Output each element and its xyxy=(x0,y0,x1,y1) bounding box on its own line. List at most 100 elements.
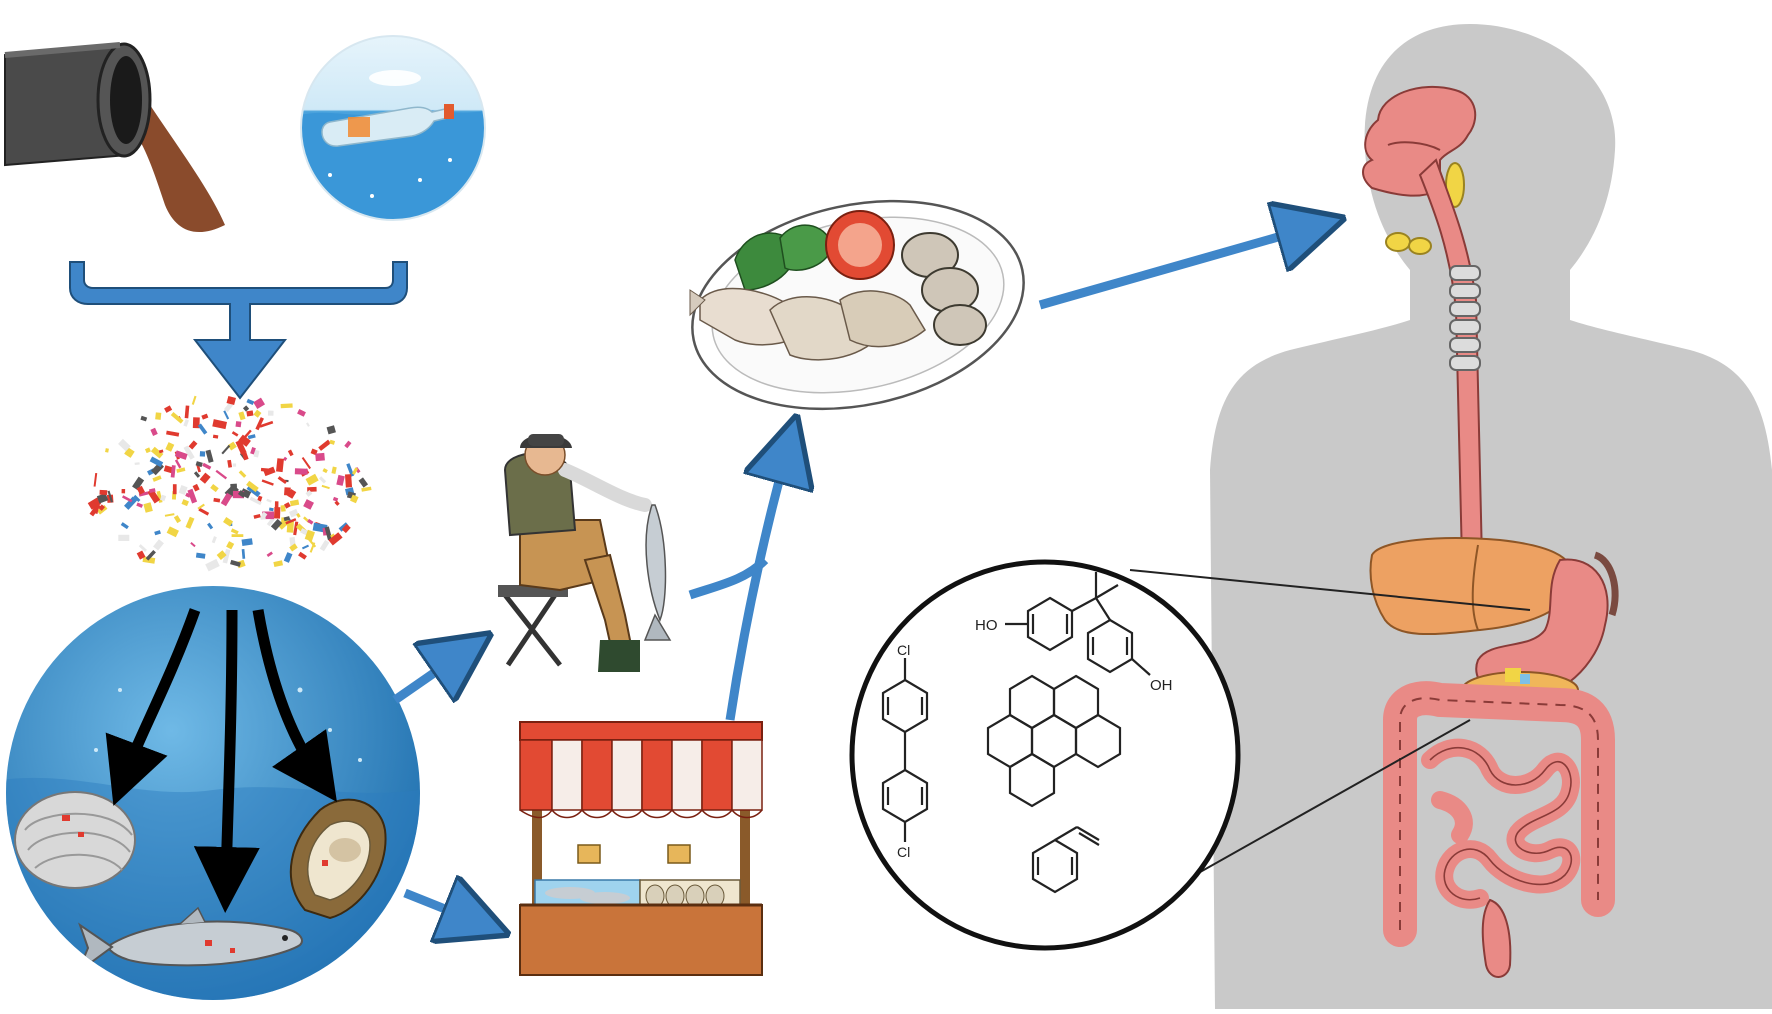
human-body-silhouette xyxy=(1210,24,1772,1009)
microplastic-particle xyxy=(328,532,343,546)
microplastic-particle xyxy=(136,550,146,560)
benzo-a-pyrene-structure xyxy=(986,674,1122,808)
microplastic-particle xyxy=(184,405,190,419)
microplastic-particle xyxy=(154,530,161,536)
microplastic-fragments xyxy=(87,395,372,572)
microplastic-particle xyxy=(173,515,182,524)
microplastic-particle xyxy=(351,467,359,475)
microplastic-particle xyxy=(238,411,246,421)
microplastic-particle xyxy=(255,417,264,431)
sewage-pipe-icon xyxy=(4,42,225,233)
microplastic-particle xyxy=(107,490,113,503)
microplastic-particle xyxy=(262,511,274,520)
microplastic-particle xyxy=(207,522,214,530)
microplastic-particle xyxy=(96,493,109,504)
microplastic-particle xyxy=(138,491,149,497)
microplastic-particle xyxy=(205,449,214,463)
microplastic-particle xyxy=(301,544,310,550)
microplastic-particle xyxy=(210,483,219,493)
microplastic-particle xyxy=(226,541,235,550)
microplastic-particle xyxy=(329,439,336,445)
microplastic-particle xyxy=(259,420,274,428)
microplastic-particle xyxy=(226,395,236,405)
microplastic-particle xyxy=(155,412,162,420)
digestive-system xyxy=(1362,85,1619,978)
microplastic-particle xyxy=(176,467,186,473)
microplastic-particle xyxy=(164,513,175,517)
arrow-fisherman-to-plate xyxy=(688,556,769,600)
microplastic-particle xyxy=(174,459,182,469)
microplastic-particle xyxy=(136,485,146,495)
microplastic-particle xyxy=(298,551,307,560)
microplastic-particle xyxy=(152,475,162,482)
microplastic-particle xyxy=(136,502,144,508)
microplastic-particle xyxy=(253,409,262,418)
microplastic-particle xyxy=(215,469,228,480)
microplastic-particle xyxy=(134,462,140,466)
microplastic-particle xyxy=(93,472,98,487)
flow-arrows xyxy=(392,225,1320,925)
microplastic-particle xyxy=(246,480,259,493)
microplastic-particle xyxy=(160,494,167,502)
chemical-structures-circle: HO OH Cl Cl xyxy=(849,559,1241,951)
microplastic-particle xyxy=(270,518,283,531)
microplastic-particle xyxy=(230,559,241,567)
microplastic-particle xyxy=(138,544,147,552)
microplastic-particle xyxy=(227,441,237,451)
microplastic-particle xyxy=(166,430,180,437)
microplastic-particle xyxy=(289,543,298,552)
microplastic-particle xyxy=(216,550,227,560)
microplastic-particle xyxy=(198,507,210,516)
arrow-sea-to-market xyxy=(403,893,485,925)
microplastic-particle xyxy=(306,422,310,427)
microplastic-particle xyxy=(285,518,297,525)
microplastic-particle xyxy=(282,456,288,462)
microplastic-particle xyxy=(212,419,227,430)
microplastic-particle xyxy=(250,447,256,455)
microplastic-particle xyxy=(143,502,153,513)
microplastic-particle xyxy=(305,473,319,486)
microplastic-particle xyxy=(336,474,345,486)
microplastic-particle xyxy=(253,397,266,410)
microplastic-particle xyxy=(289,508,299,518)
microplastic-particle xyxy=(263,466,276,477)
microplastic-particle xyxy=(98,504,105,511)
microplastic-particle xyxy=(274,506,281,519)
microplastic-particle xyxy=(231,534,244,537)
microplastic-particle xyxy=(261,511,268,518)
oyster-icon xyxy=(289,798,387,920)
microplastic-particle xyxy=(303,499,314,510)
microplastic-particle xyxy=(174,450,188,460)
microplastic-particle xyxy=(172,484,177,495)
microplastic-particle xyxy=(344,440,352,449)
microplastic-particle xyxy=(242,452,249,461)
microplastic-particle xyxy=(231,431,239,437)
microplastic-particle xyxy=(192,483,200,492)
microplastic-particle xyxy=(144,447,151,454)
microplastic-particle xyxy=(235,421,242,428)
microplastic-particle xyxy=(257,495,263,502)
microplastic-particle xyxy=(232,463,237,467)
microplastic-particle xyxy=(235,439,247,455)
microplastic-particle xyxy=(195,461,203,468)
microplastic-particle xyxy=(149,456,164,468)
pcb-chlorine-top: Cl xyxy=(897,642,910,658)
microplastic-particle xyxy=(238,470,247,478)
trachea-rings xyxy=(1449,265,1481,371)
seafood-market-stall-icon xyxy=(519,721,763,976)
microplastic-particle xyxy=(321,484,330,490)
styrene-structure xyxy=(1031,826,1100,894)
microplastic-particle xyxy=(183,445,195,460)
microplastic-particle xyxy=(230,528,239,535)
microplastic-particle xyxy=(124,496,138,510)
microplastic-particle xyxy=(241,548,246,559)
microplastic-particle xyxy=(277,476,287,485)
microplastic-particle xyxy=(197,423,208,435)
microplastic-particle xyxy=(266,551,273,557)
microplastic-particle xyxy=(280,403,293,409)
microplastic-particle xyxy=(95,503,100,514)
microplastic-particle xyxy=(188,440,198,450)
microplastic-particle xyxy=(201,413,209,420)
seafood-plate-icon xyxy=(689,199,1025,411)
